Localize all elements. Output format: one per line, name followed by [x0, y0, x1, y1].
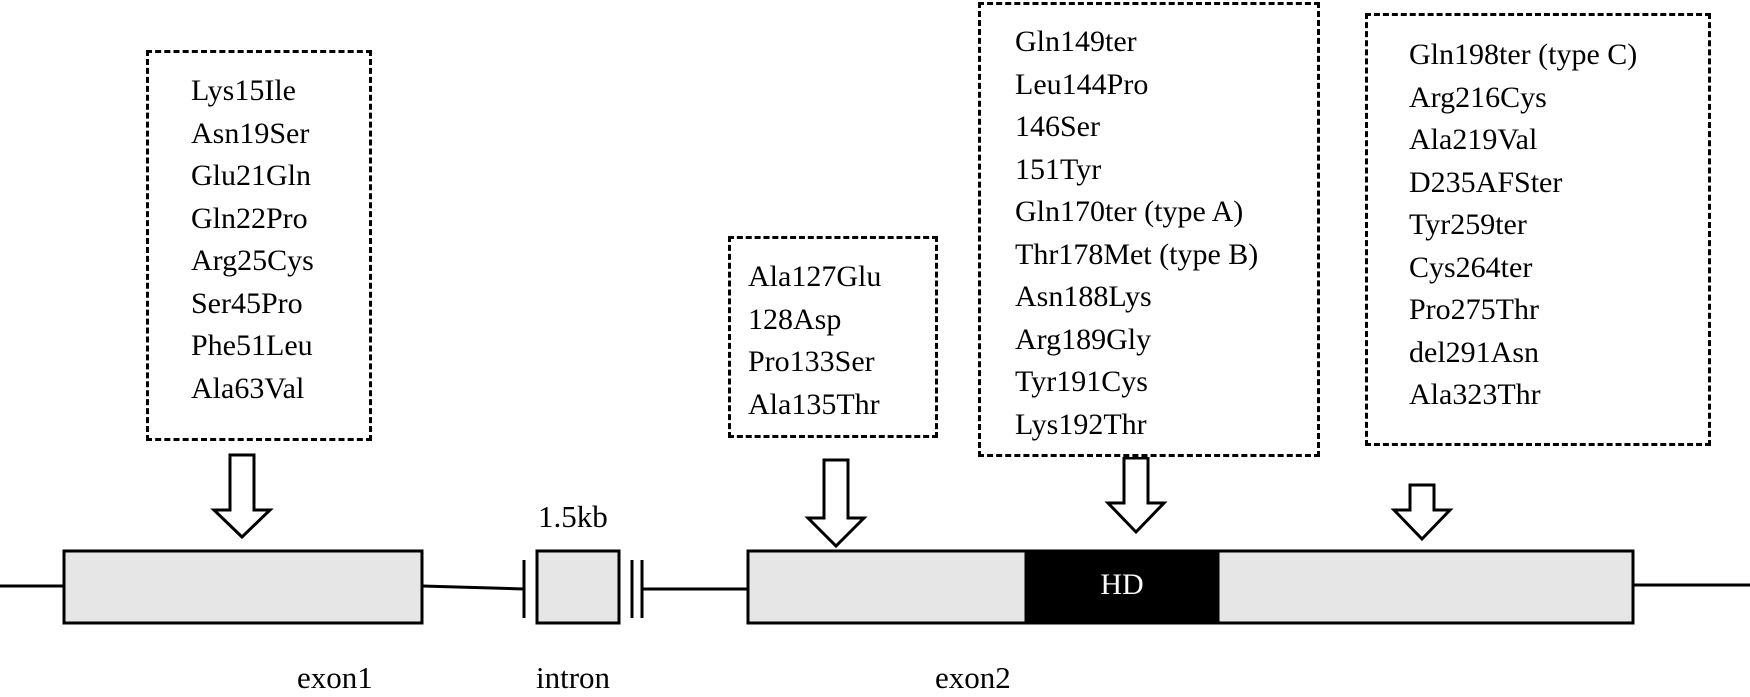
arrow-exon2-b	[1390, 483, 1454, 542]
mutation-item: 128Asp	[748, 302, 842, 336]
mutation-item: 146Ser	[1015, 110, 1100, 143]
mutation-item: Pro275Thr	[1409, 293, 1539, 326]
mutation-item: Arg189Gly	[1015, 322, 1152, 356]
mutation-item: Cys264ter	[1409, 250, 1533, 284]
exon1-label: exon1	[297, 660, 373, 695]
mutation-item: Ala135Thr	[748, 387, 880, 421]
mutation-item: Lys15Ile	[191, 74, 296, 107]
mutation-item: Gln170ter (type A)	[1015, 195, 1244, 228]
mutation-item: 151Tyr	[1015, 152, 1102, 186]
mutation-item: Tyr259ter	[1409, 208, 1527, 241]
mutation-box-exon1: Lys15Ile Asn19Ser Glu21Gln Gln22Pro Arg2…	[146, 50, 372, 441]
mutation-item: Ala127Glu	[748, 260, 882, 293]
mutation-item: Gln22Pro	[191, 201, 308, 235]
intron-block	[535, 549, 621, 625]
mutation-box-exon2-distal: Gln198ter (type C) Arg216Cys Ala219Val D…	[1365, 13, 1711, 446]
mutation-item: Ala219Val	[1409, 123, 1538, 156]
mutation-item: Gln149ter	[1015, 25, 1137, 58]
exon2-label: exon2	[935, 660, 1011, 695]
mutation-item: Pro133Ser	[748, 345, 875, 378]
mutation-list: Lys15Ile Asn19Ser Glu21Gln Gln22Pro Arg2…	[191, 70, 369, 410]
backbone-exon1-intron	[421, 584, 525, 591]
mutation-item: Arg216Cys	[1409, 80, 1547, 114]
mutation-list: Gln149ter Leu144Pro 146Ser 151Tyr Gln170…	[1015, 21, 1317, 446]
exon1-block	[62, 549, 424, 625]
mutation-item: Thr178Met (type B)	[1015, 237, 1259, 271]
mutation-item: Ala323Thr	[1409, 378, 1541, 411]
mutation-item: Gln198ter (type C)	[1409, 38, 1638, 71]
homeodomain-label: HD	[1100, 568, 1144, 601]
mutation-item: Leu144Pro	[1015, 67, 1149, 101]
mutation-list: Gln198ter (type C) Arg216Cys Ala219Val D…	[1409, 34, 1708, 417]
mutation-box-exon2-proximal: Ala127Glu 128Asp Pro133Ser Ala135Thr	[728, 236, 938, 438]
mutation-item: Lys192Thr	[1015, 407, 1147, 441]
mutation-item: Tyr191Cys	[1015, 365, 1148, 398]
mutation-item: Asn19Ser	[191, 116, 310, 150]
mutation-item: del291Asn	[1409, 335, 1539, 369]
arrow-hd	[1104, 456, 1168, 535]
mutation-item: Asn188Lys	[1015, 280, 1152, 313]
mutation-list: Ala127Glu 128Asp Pro133Ser Ala135Thr	[748, 256, 935, 426]
arrow-exon2-a	[804, 458, 868, 549]
mutation-item: Phe51Leu	[191, 329, 313, 362]
intron-size-label: 1.5kb	[538, 499, 608, 534]
mutation-item: D235AFSter	[1409, 165, 1563, 199]
mutation-item: Arg25Cys	[191, 244, 314, 277]
homeodomain-block	[1024, 549, 1220, 625]
arrow-exon1	[210, 453, 274, 540]
mutation-box-homeodomain: Gln149ter Leu144Pro 146Ser 151Tyr Gln170…	[978, 2, 1320, 457]
mutation-item: Glu21Gln	[191, 159, 311, 192]
mutation-item: Ala63Val	[191, 371, 305, 405]
mutation-item: Ser45Pro	[191, 286, 303, 320]
intron-label: intron	[536, 660, 611, 695]
